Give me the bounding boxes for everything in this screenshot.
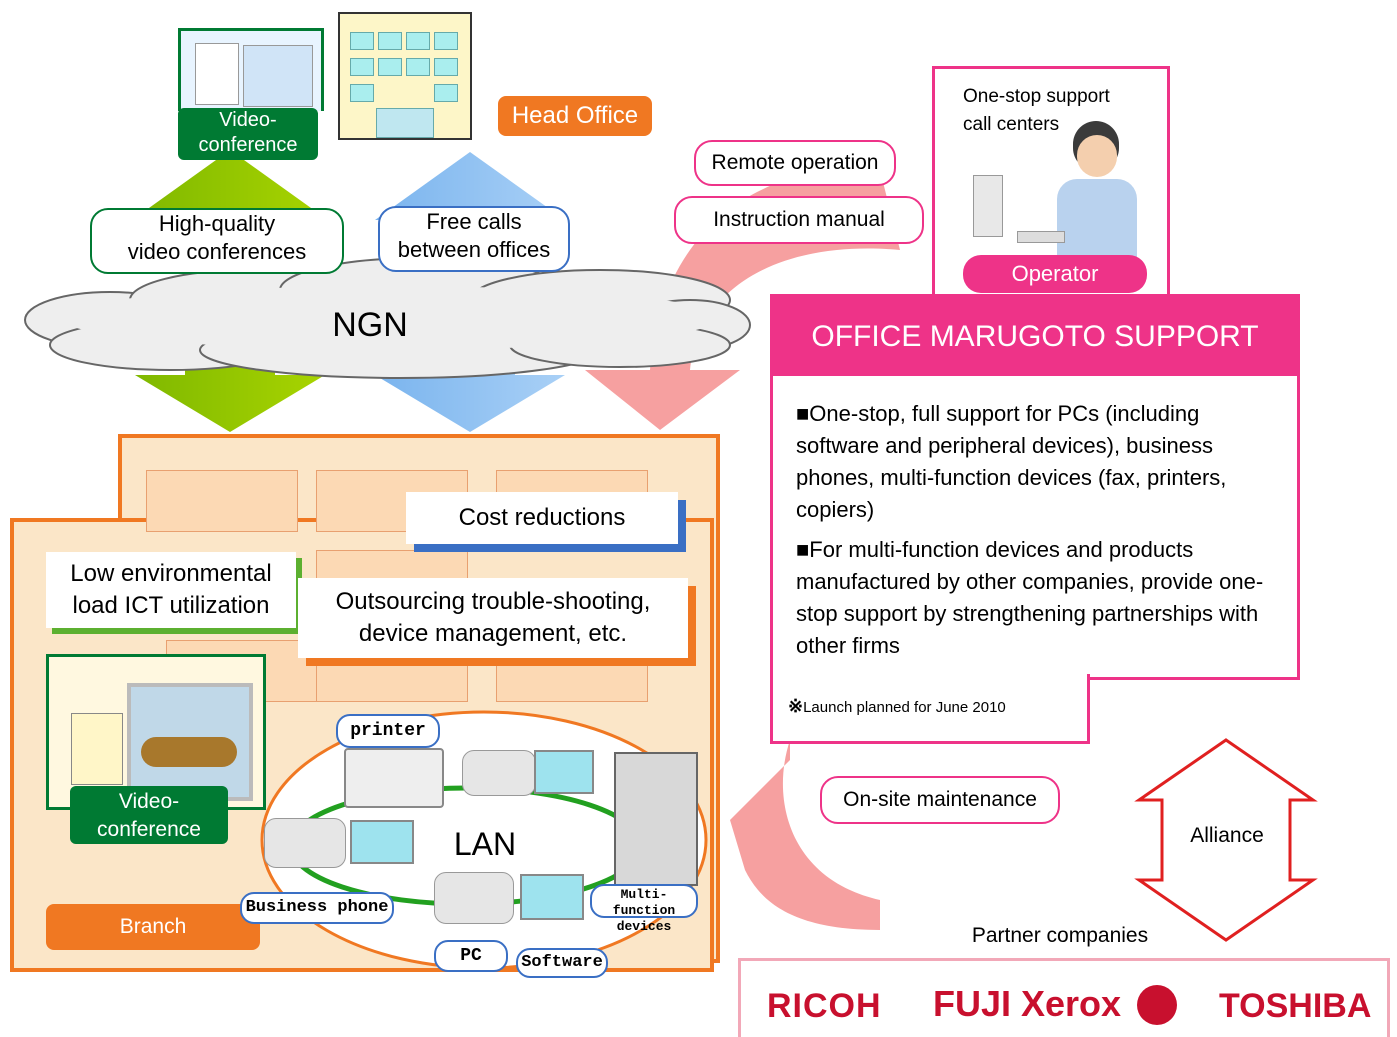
monitor-icon xyxy=(973,175,1003,237)
operator-tag: Operator xyxy=(963,255,1147,293)
service-bullets: ■One-stop, full support for PCs (includi… xyxy=(796,398,1286,670)
operator-illustration xyxy=(1055,121,1137,279)
mfd-tag: Multi-function devices xyxy=(590,884,698,934)
remote-operation-label: Remote operation xyxy=(694,140,896,186)
video-conference-label: High-quality video conferences xyxy=(90,208,344,274)
phone-icon-2 xyxy=(462,750,536,796)
printer-tag: printer xyxy=(336,714,440,748)
note-mark: ※ xyxy=(788,696,804,716)
service-box: OFFICE MARUGOTO SUPPORT ■One-stop, full … xyxy=(770,294,1300,744)
laptop-icon-2 xyxy=(534,750,594,794)
fuji-xerox-logo: FUJI Xerox xyxy=(933,983,1122,1024)
head-video-tag: Video- conference xyxy=(178,108,318,160)
phone-icon-3 xyxy=(434,872,514,924)
branch-building-icon xyxy=(71,713,123,785)
keyboard-icon xyxy=(1017,231,1065,243)
head-office-tag: Head Office xyxy=(498,96,652,136)
toshiba-logo: TOSHIBA xyxy=(1219,987,1372,1025)
meeting-picture xyxy=(127,683,253,801)
low-env-callout: Low environmental load ICT utilization xyxy=(46,552,296,628)
free-calls-label: Free calls between offices xyxy=(378,206,570,272)
partner-logos-box: RICOH FUJI Xerox TOSHIBA xyxy=(738,958,1390,1037)
phone-icon-1 xyxy=(264,818,346,868)
outsourcing-callout: Outsourcing trouble-shooting, device man… xyxy=(298,578,688,658)
note-text: Launch planned for June 2010 xyxy=(803,699,1006,716)
head-video-screen xyxy=(178,28,324,111)
ricoh-logo: RICOH xyxy=(767,987,882,1025)
branch-tag: Branch xyxy=(46,904,260,950)
branch-video-tag: Video- conference xyxy=(70,786,228,844)
pc-tag: PC xyxy=(434,940,508,972)
ngn-label: NGN xyxy=(332,306,408,344)
service-bullet-2: ■For multi-function devices and products… xyxy=(796,537,1264,658)
launch-note: ※Launch planned for June 2010 xyxy=(788,696,1006,717)
partners-title: Partner companies xyxy=(971,924,1149,947)
service-bullet-1: ■One-stop, full support for PCs (includi… xyxy=(796,401,1227,522)
branch-video-screen xyxy=(46,654,266,810)
software-tag: Software xyxy=(516,948,608,978)
cost-reductions-callout: Cost reductions xyxy=(406,492,678,544)
onsite-maintenance-label: On-site maintenance xyxy=(820,776,1060,824)
pink-curve-arrow-bottom xyxy=(730,740,880,930)
laptop-icon-1 xyxy=(350,820,414,864)
instruction-manual-label: Instruction manual xyxy=(674,196,924,244)
printer-icon xyxy=(344,748,444,808)
call-center-title: One-stop support call centers xyxy=(963,86,1110,135)
service-title: OFFICE MARUGOTO SUPPORT xyxy=(770,294,1300,376)
laptop-icon-3 xyxy=(520,874,584,920)
mfd-icon xyxy=(614,752,698,886)
business-phone-tag: Business phone xyxy=(240,892,394,924)
alliance-label: Alliance xyxy=(1190,824,1264,847)
alliance-double-arrow xyxy=(1134,738,1318,942)
call-center-box: One-stop support call centers Operator xyxy=(932,66,1170,308)
lan-label: LAN xyxy=(453,826,517,862)
head-office-building xyxy=(338,12,472,140)
xerox-sphere-icon xyxy=(1137,985,1177,1025)
